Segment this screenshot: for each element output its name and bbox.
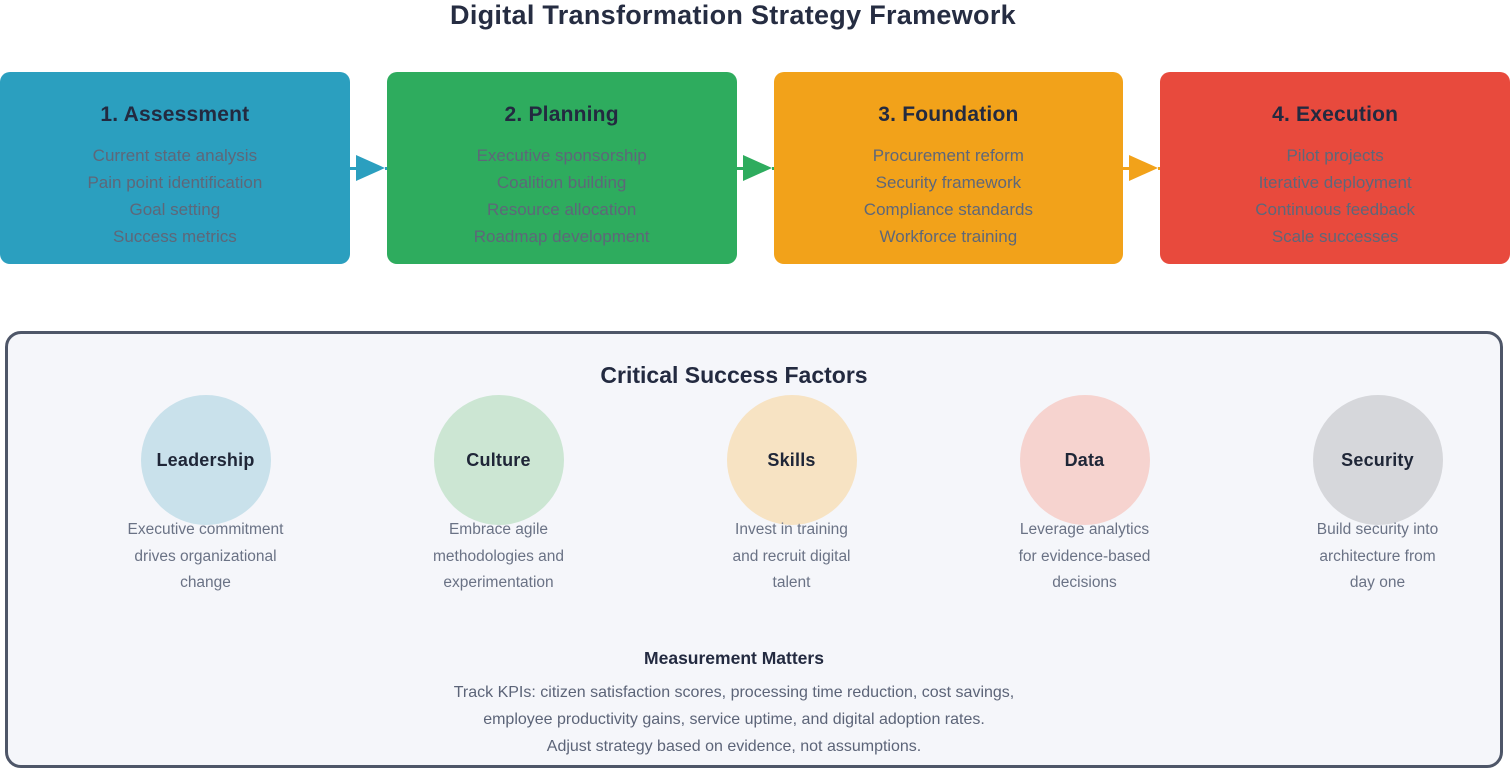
factor-description-line: Invest in training xyxy=(735,521,848,538)
factor-circle: Skills xyxy=(726,395,857,525)
phase-title: 3. Foundation xyxy=(878,103,1019,126)
factor-description-line: decisions xyxy=(1052,574,1117,591)
factor-description-line: for evidence-based xyxy=(1018,547,1151,565)
phase-box-assessment: 1. Assessment Current state analysis Pai… xyxy=(0,72,350,264)
factor-description: Leverage analytics for evidence-based de… xyxy=(1019,517,1151,597)
arrow-stem xyxy=(736,166,743,170)
factor-description-line: methodologies and xyxy=(433,547,564,565)
factor-description-line: architecture from xyxy=(1319,547,1436,565)
phase-item: Pilot projects xyxy=(1286,146,1384,165)
critical-success-factors-panel: Critical Success Factors Leadership Exec… xyxy=(5,331,1503,768)
factor-description-line: talent xyxy=(772,574,811,591)
arrow-right-icon xyxy=(349,72,387,264)
factor-description-line: experimentation xyxy=(443,574,554,591)
phase-item: Current state analysis xyxy=(92,146,258,165)
arrow-right-icon xyxy=(736,72,774,264)
page-title: Digital Transformation Strategy Framewor… xyxy=(450,0,1016,30)
factors-row: Leadership Executive commitment drives o… xyxy=(59,395,1510,597)
factor-culture: Culture Embrace agile methodologies and … xyxy=(352,395,645,597)
phase-item: Scale successes xyxy=(1271,227,1399,246)
phase-item: Executive sponsorship xyxy=(476,146,647,165)
factor-description-line: change xyxy=(180,574,231,591)
factor-description-line: Build security into xyxy=(1316,521,1439,538)
factor-circle: Security xyxy=(1312,395,1443,525)
phase-item: Coalition building xyxy=(496,173,627,192)
factor-leadership: Leadership Executive commitment drives o… xyxy=(59,395,352,597)
factor-description-line: and recruit digital xyxy=(732,547,851,565)
phase-item: Success metrics xyxy=(113,227,237,246)
factor-circle: Data xyxy=(1019,395,1150,525)
arrow-tip xyxy=(384,166,387,170)
phase-item: Iterative deployment xyxy=(1258,173,1412,192)
phase-title: 2. Planning xyxy=(504,103,619,126)
factor-description-line: Leverage analytics xyxy=(1019,521,1150,538)
factor-data: Data Leverage analytics for evidence-bas… xyxy=(938,395,1231,597)
phase-title: 4. Execution xyxy=(1272,103,1399,126)
phase-title: 1. Assessment xyxy=(100,103,250,126)
factor-description-line: drives organizational xyxy=(134,547,277,565)
factor-circle: Culture xyxy=(433,395,564,525)
factor-description: Embrace agile methodologies and experime… xyxy=(433,517,564,597)
factor-description-line: day one xyxy=(1349,574,1406,591)
phase-item: Procurement reform xyxy=(872,146,1024,165)
factor-description: Build security into architecture from da… xyxy=(1317,517,1438,597)
factor-description: Executive commitment drives organization… xyxy=(128,517,284,597)
phase-item: Resource allocation xyxy=(486,200,637,219)
factor-circle: Leadership xyxy=(140,395,271,525)
phases-row: 1. Assessment Current state analysis Pai… xyxy=(0,72,1510,264)
arrow-tip xyxy=(1158,166,1161,170)
arrow-stem xyxy=(1123,166,1130,170)
phase-item: Continuous feedback xyxy=(1255,200,1415,219)
arrow-head xyxy=(1129,155,1159,181)
factor-skills: Skills Invest in training and recruit di… xyxy=(645,395,938,597)
phase-box-execution: 4. Execution Pilot projects Iterative de… xyxy=(1160,72,1510,264)
measurement-line: Adjust strategy based on evidence, not a… xyxy=(546,737,922,755)
phase-item: Roadmap development xyxy=(473,227,650,246)
measurement-body: Track KPIs: citizen satisfaction scores,… xyxy=(8,679,1460,760)
phase-box-foundation: 3. Foundation Procurement reform Securit… xyxy=(773,72,1124,264)
factor-description-line: Executive commitment xyxy=(127,521,284,538)
factor-description-line: Embrace agile xyxy=(448,521,549,538)
measurement-line: employee productivity gains, service upt… xyxy=(483,710,985,728)
factor-security: Security Build security into architectur… xyxy=(1231,395,1510,597)
arrow-tip xyxy=(771,166,774,170)
arrow-head xyxy=(355,155,385,181)
panel-title: Critical Success Factors xyxy=(600,362,868,388)
arrow-right-icon xyxy=(1123,72,1161,264)
phase-box-planning: 2. Planning Executive sponsorship Coalit… xyxy=(386,72,737,264)
arrow-stem xyxy=(349,166,356,170)
phase-item: Compliance standards xyxy=(863,200,1033,219)
measurement-title: Measurement Matters xyxy=(644,647,824,668)
factor-description: Invest in training and recruit digital t… xyxy=(732,517,850,597)
phase-item: Security framework xyxy=(875,173,1022,192)
phase-item: Goal setting xyxy=(129,200,221,219)
phase-item: Pain point identification xyxy=(87,173,263,192)
arrow-head xyxy=(742,155,772,181)
measurement-line: Track KPIs: citizen satisfaction scores,… xyxy=(453,683,1015,701)
phase-item: Workforce training xyxy=(879,227,1018,246)
